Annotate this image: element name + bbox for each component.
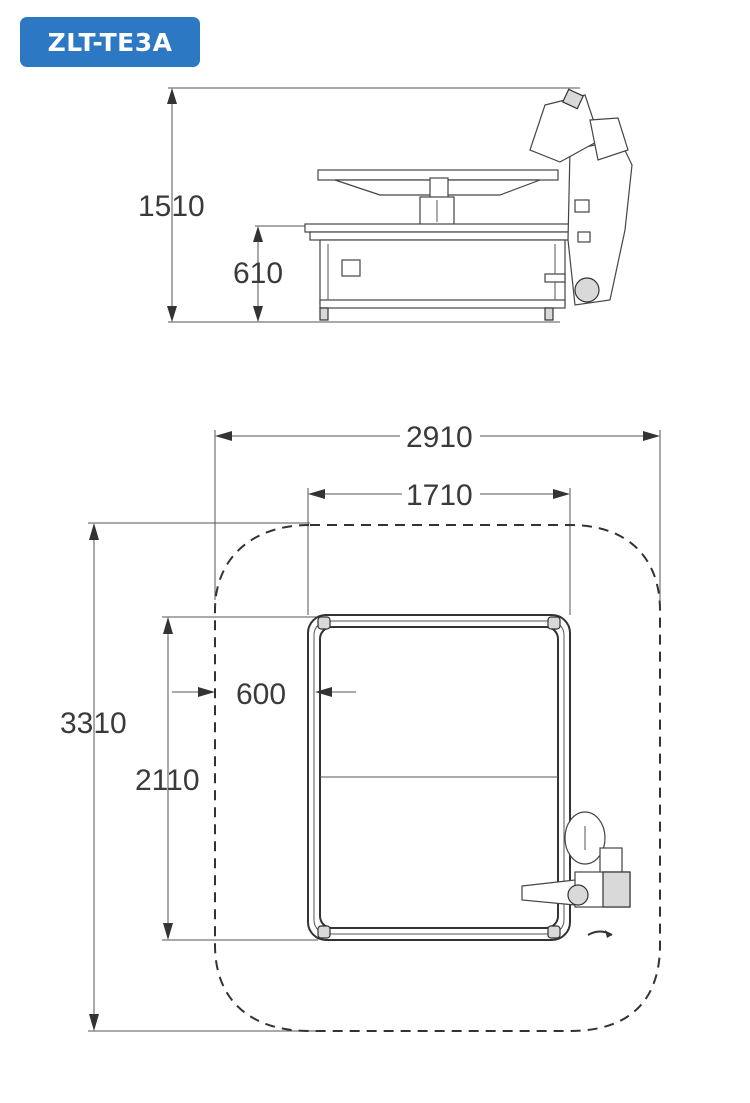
clearance-label: 600 — [236, 678, 286, 711]
side-view: 1510 610 — [138, 87, 633, 323]
head-motor-top — [602, 871, 631, 908]
corner-tr — [547, 616, 561, 630]
arrow-down-2 — [253, 306, 263, 322]
corner-br — [547, 925, 561, 939]
head-cap — [561, 88, 585, 110]
sewing-arm-column — [567, 139, 633, 306]
frame-belt — [309, 231, 571, 241]
arrow-right-2 — [553, 489, 570, 499]
drive-motor — [574, 277, 600, 303]
overall-depth-label: 3310 — [60, 707, 127, 740]
arm-bracket-3 — [544, 273, 566, 283]
foot-left — [319, 307, 329, 321]
arrow-right-clear — [198, 687, 215, 697]
working-envelope — [214, 524, 661, 1032]
arrow-left-clear — [315, 687, 332, 697]
arrow-down-4 — [163, 923, 173, 940]
arm-bracket-1 — [574, 199, 590, 213]
top-view: 2910 1710 3310 2110 600 — [60, 421, 661, 1032]
arrow-left-2 — [308, 489, 325, 499]
head-wheel — [567, 884, 589, 906]
arrow-right — [643, 431, 660, 441]
table-height-label: 610 — [233, 257, 283, 290]
arrow-up-2 — [253, 226, 263, 242]
frame-top-rail — [304, 223, 576, 233]
arrow-up-3 — [89, 523, 99, 540]
frame-bottom-rail — [319, 299, 566, 309]
table-frame-outer — [307, 614, 571, 941]
frame-body — [319, 239, 566, 305]
corner-bl — [317, 925, 331, 939]
overall-width-label: 2910 — [406, 421, 473, 454]
arrow-up-4 — [163, 617, 173, 634]
arm-bracket-2 — [577, 231, 591, 243]
table-depth-label: 2110 — [135, 764, 200, 797]
arrow-down — [167, 306, 177, 322]
model-badge: ZLT-TE3A — [20, 17, 200, 67]
arrow-up — [167, 88, 177, 104]
foot-right — [544, 307, 554, 321]
table-frame-inner — [313, 620, 565, 935]
corner-tl — [317, 616, 331, 630]
table-width-label: 1710 — [406, 479, 473, 512]
total-height-label: 1510 — [138, 190, 205, 223]
arrow-down-3 — [89, 1014, 99, 1031]
rotation-hub — [429, 177, 449, 199]
arrow-left — [215, 431, 232, 441]
head-motor — [589, 117, 629, 161]
control-box — [341, 259, 361, 277]
rotation-arrow — [605, 930, 612, 938]
